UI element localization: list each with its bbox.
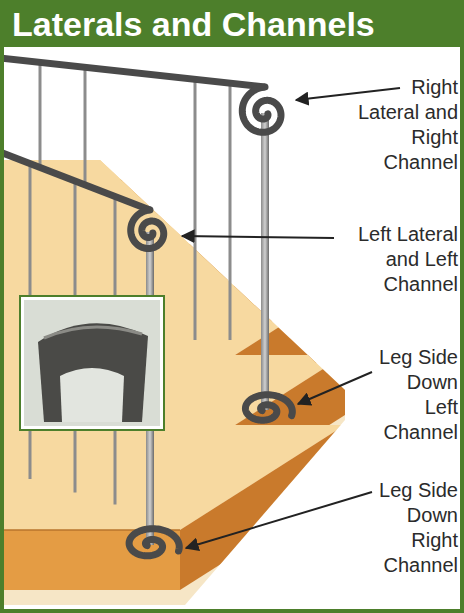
baluster <box>84 67 87 185</box>
callout-label: Left Lateral and Left Channel <box>338 222 458 297</box>
photo-ground <box>24 300 160 426</box>
baluster <box>229 83 232 340</box>
title-band <box>0 0 464 47</box>
leader-line <box>296 88 400 100</box>
baluster <box>39 62 42 167</box>
channel-hollow <box>60 368 124 422</box>
floor-scroll <box>129 529 179 556</box>
handrail <box>0 150 150 210</box>
lateral-scroll <box>131 210 164 248</box>
baluster <box>194 79 197 340</box>
handrail <box>0 57 265 87</box>
staircase <box>0 75 350 610</box>
railings <box>0 57 292 555</box>
leader-lines <box>182 88 400 548</box>
stair-steps <box>0 75 345 590</box>
floor-scroll <box>245 395 292 420</box>
wall <box>0 150 350 610</box>
channel-highlight <box>44 327 142 338</box>
leader-line <box>298 372 372 404</box>
leader-line <box>182 236 334 238</box>
lateral-scroll <box>242 87 281 132</box>
post <box>261 113 269 410</box>
callout-label: Right Lateral and Right Channel <box>352 75 458 175</box>
title: Laterals and Channels <box>12 3 375 45</box>
stair-step <box>0 425 345 590</box>
callout-label: Leg Side Down Left Channel <box>372 345 458 445</box>
channel-photo <box>20 296 164 430</box>
leader-line <box>186 492 372 548</box>
callout-label: Leg Side Down Right Channel <box>372 478 458 578</box>
channel-profile <box>38 323 148 422</box>
photo-frame <box>20 296 164 430</box>
